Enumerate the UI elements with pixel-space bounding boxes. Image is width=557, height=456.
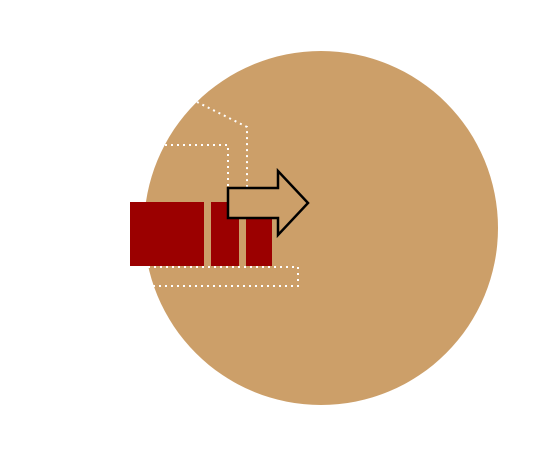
right-arrow-icon [226, 167, 310, 239]
dotted-guides [130, 101, 299, 287]
red-block-large [130, 202, 204, 266]
tan-circle [144, 51, 498, 405]
dotted-line-upper [196, 101, 248, 203]
dotted-line-lower [130, 266, 299, 287]
